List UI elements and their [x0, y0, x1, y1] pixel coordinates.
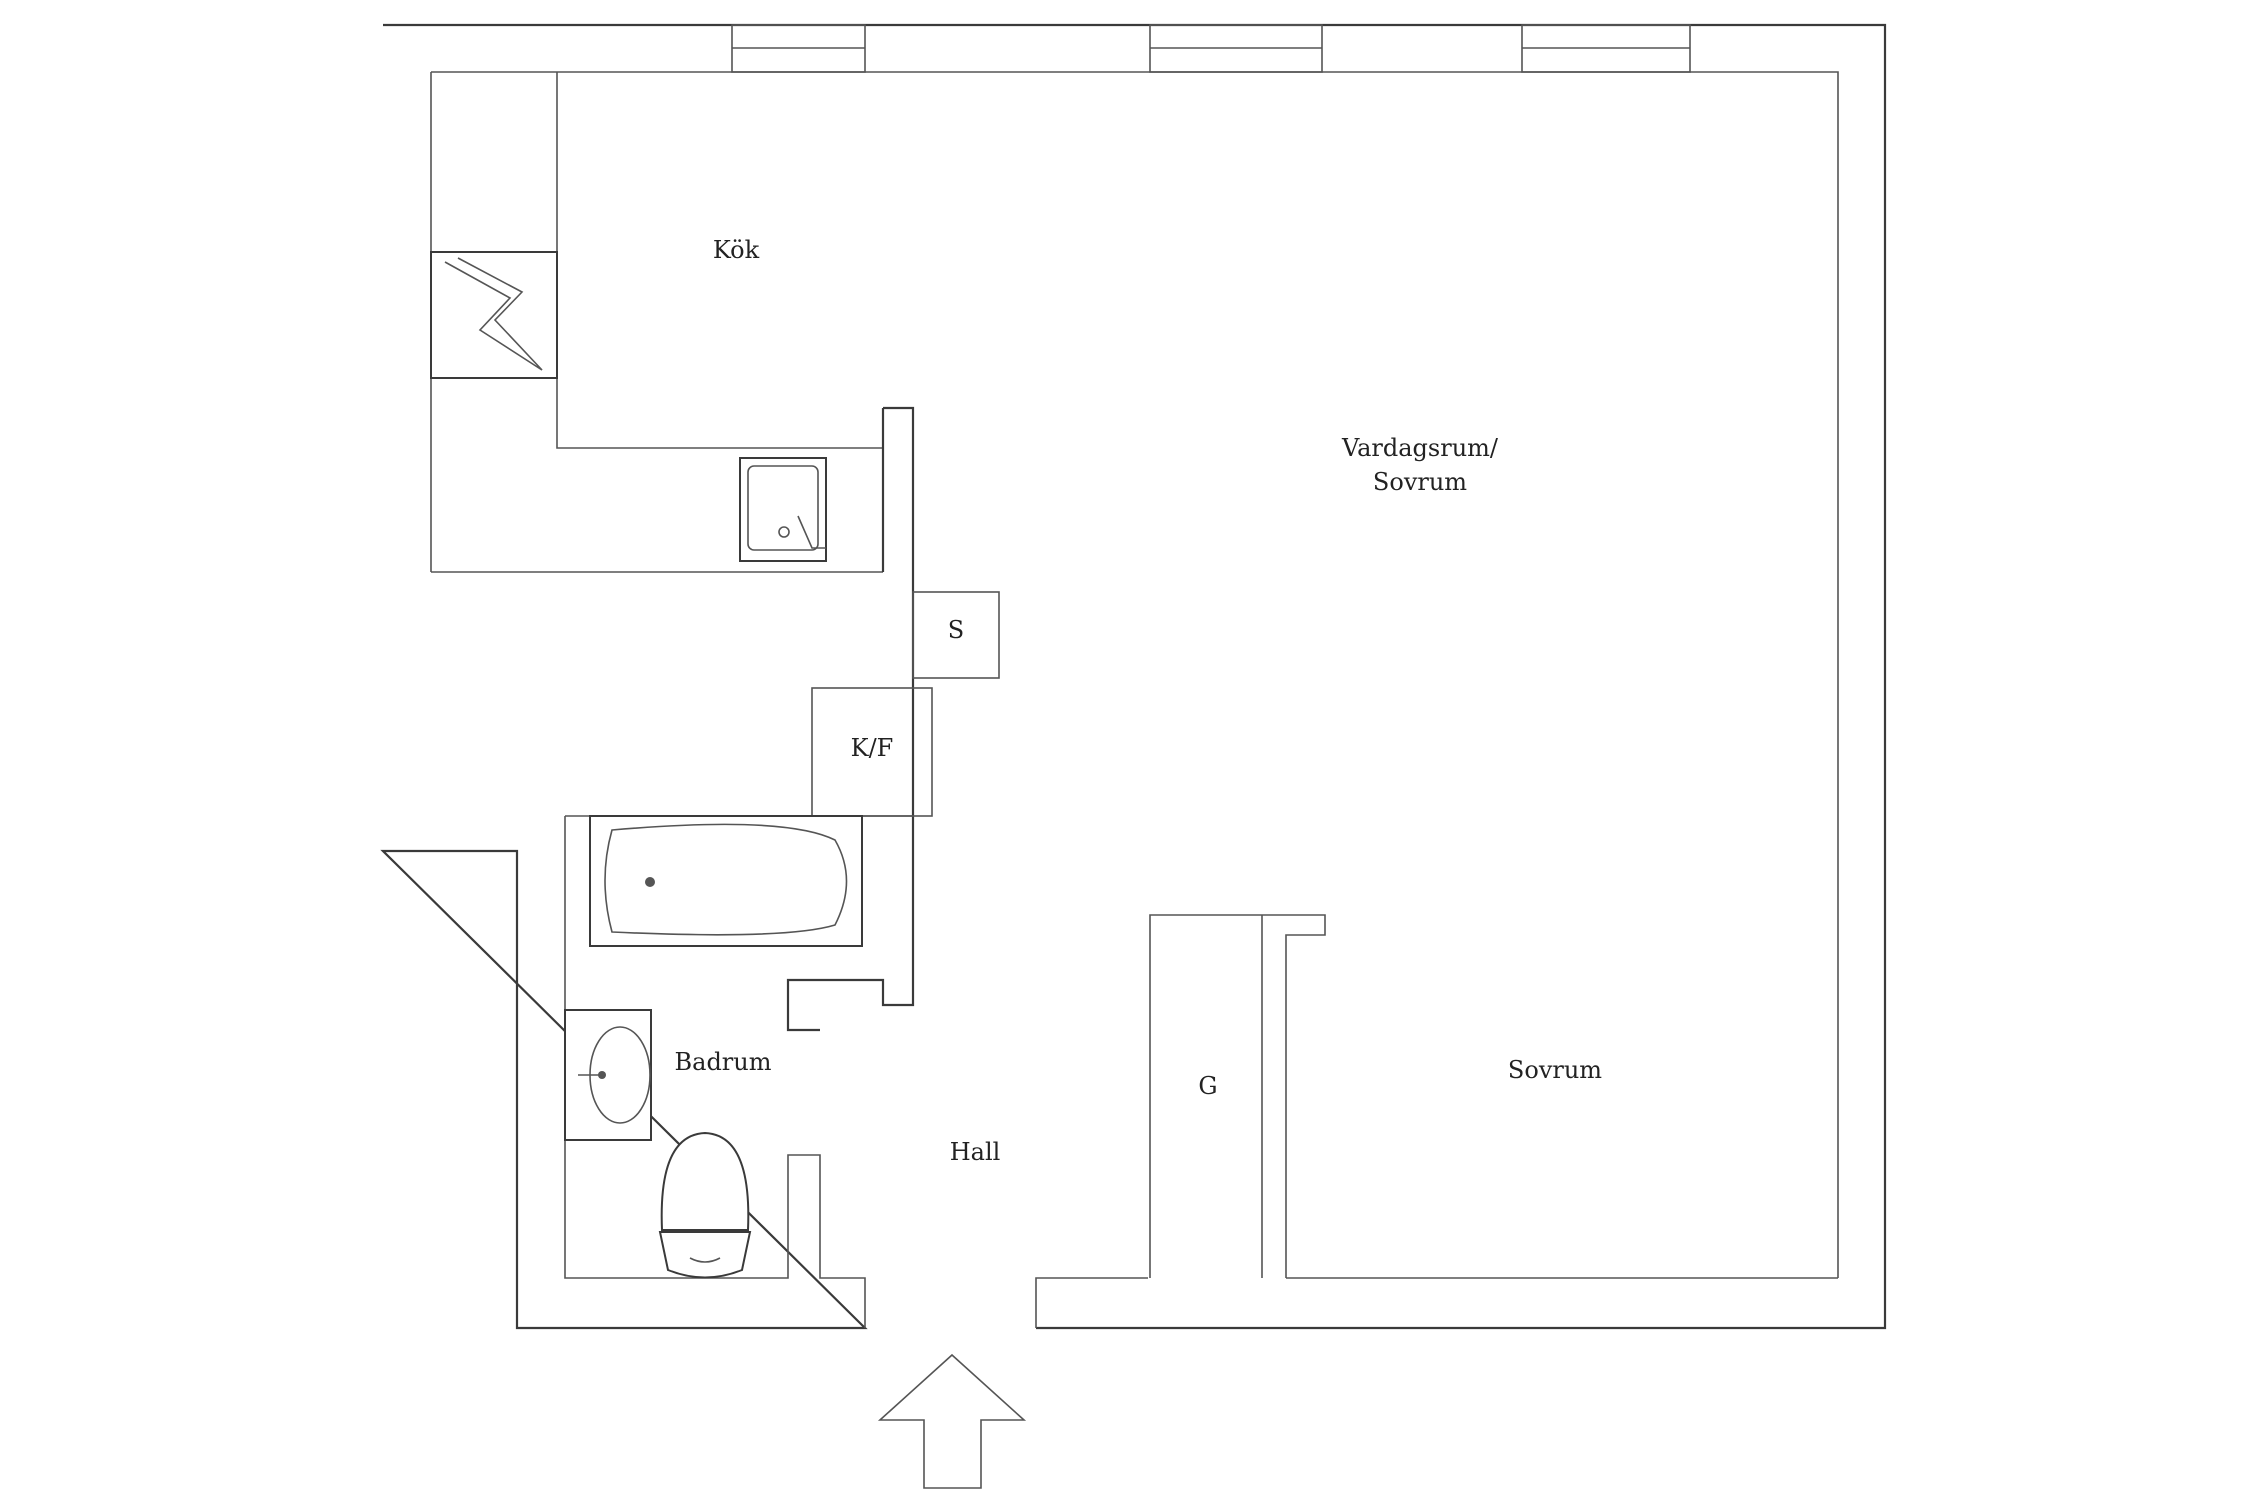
wardrobe-g-label: G [1198, 1072, 1217, 1100]
room-label-sovrum: Sovrum [1508, 1056, 1602, 1084]
closet-s [912, 591, 1000, 679]
windows [731, 24, 1691, 73]
fridge-freezer-label: K/F [851, 734, 894, 762]
room-label-vardagsrum: Vardagsrum/ [1341, 434, 1499, 462]
partition-wall-kitchen [786, 406, 915, 1032]
wardrobe-g [1149, 914, 1326, 1278]
outer-wall [380, 23, 1887, 1330]
kitchen-counter [431, 72, 883, 573]
room-label-kok: Kök [713, 236, 760, 264]
entrance-arrow-icon [877, 1353, 1027, 1489]
room-label-badrum: Badrum [675, 1048, 772, 1076]
toilet-icon [658, 1131, 752, 1279]
closet-s-label: S [948, 616, 964, 644]
washbasin-icon [564, 1009, 652, 1141]
kitchen-sink-icon [739, 457, 827, 562]
bathtub-icon [589, 815, 863, 947]
room-label-vardagsrum-2: Sovrum [1373, 468, 1467, 496]
stove-symbol-icon [444, 257, 543, 371]
room-label-hall: Hall [950, 1138, 1001, 1166]
